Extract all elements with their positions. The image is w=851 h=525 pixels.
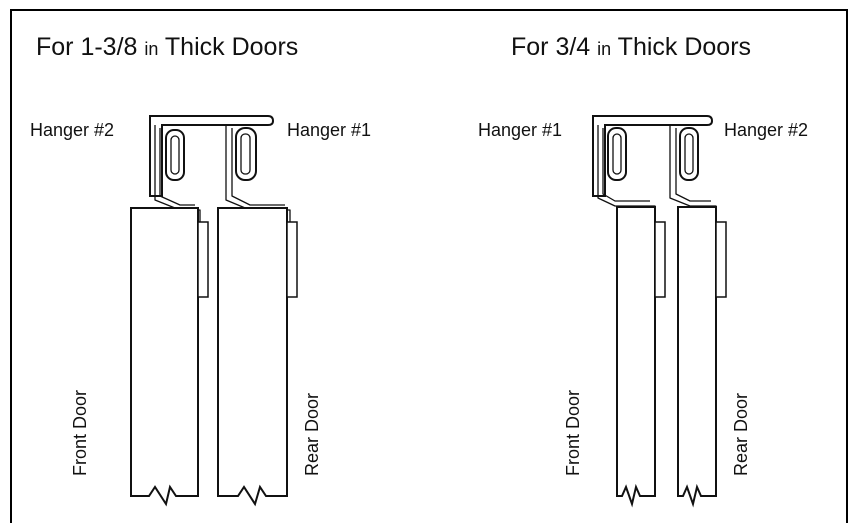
left-front-mount-strip: [197, 221, 209, 298]
left-rear-door-label: Rear Door: [302, 393, 322, 476]
right-front-door: [616, 206, 656, 508]
left-front-door-label: Front Door: [70, 390, 90, 476]
left-rear-mount-strip: [286, 221, 298, 298]
right-rear-door: [677, 206, 717, 508]
left-front-door: [130, 207, 199, 507]
right-front-door-label: Front Door: [563, 390, 583, 476]
right-rear-mount-strip: [715, 221, 727, 298]
right-rear-door-label: Rear Door: [731, 393, 751, 476]
right-hanger-2-label: Hanger #2: [724, 120, 808, 140]
left-track-rail: [149, 115, 275, 197]
right-hanger-1-label: Hanger #1: [478, 120, 562, 140]
right-track-rail: [592, 115, 714, 197]
left-rear-door: [217, 207, 288, 507]
right-front-mount-strip: [654, 221, 666, 298]
right-panel-title: For 3/4 in Thick Doors: [511, 33, 751, 61]
left-hanger-2-label: Hanger #2: [30, 120, 114, 140]
left-panel-title: For 1-3/8 in Thick Doors: [36, 33, 298, 61]
left-hanger-1-label: Hanger #1: [287, 120, 371, 140]
